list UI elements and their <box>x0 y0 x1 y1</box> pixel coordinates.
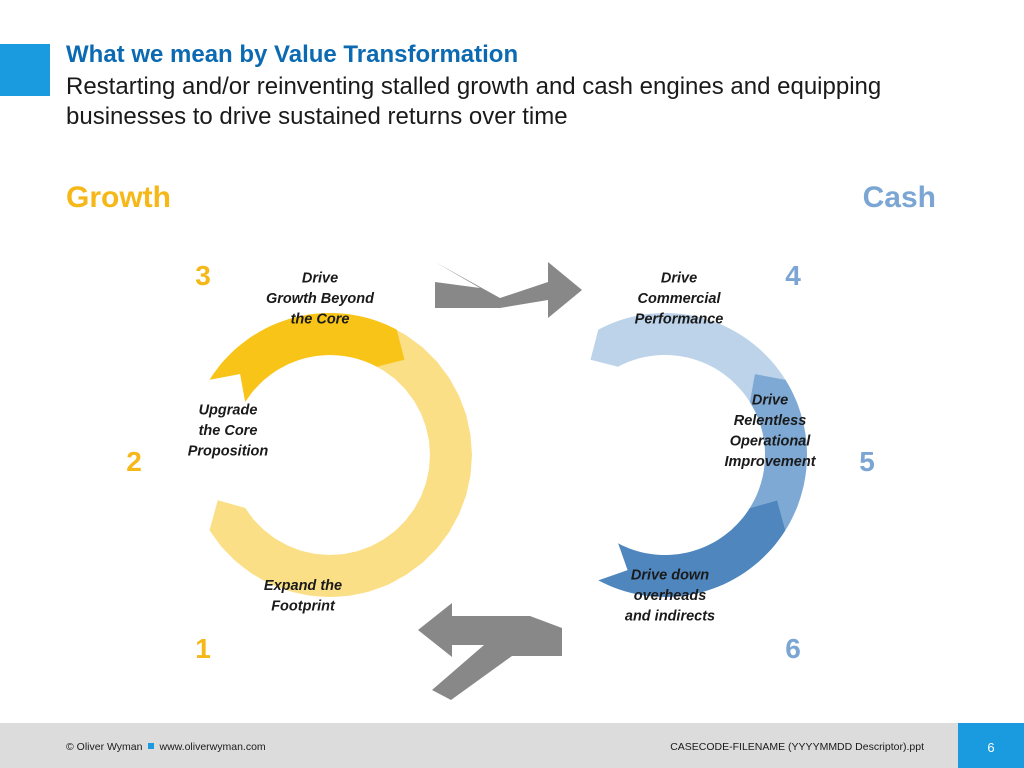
footer-filename: CASECODE-FILENAME (YYYYMMDD Descriptor).… <box>670 741 924 753</box>
top-arrow-icon <box>435 262 582 318</box>
segment-label-line: and indirects <box>625 609 715 625</box>
segment-label-6: Drive down overheads and indirects <box>625 568 715 625</box>
step-number-4: 4 <box>785 260 801 291</box>
segment-label-line: overheads <box>634 588 707 604</box>
segment-label-line: Performance <box>635 312 724 328</box>
cash-label: Cash <box>862 181 936 214</box>
segment-label-line: Drive down <box>631 568 709 584</box>
square-bullet-icon <box>148 743 155 749</box>
accent-bar <box>0 44 50 96</box>
cycle-segment-6 <box>598 500 786 597</box>
website-link[interactable]: www.oliverwyman.com <box>159 741 266 753</box>
segment-label-line: Growth Beyond <box>266 291 375 307</box>
page-number: 6 <box>987 740 995 755</box>
segment-label-line: Commercial <box>637 291 721 307</box>
segment-label-line: Relentless <box>734 413 807 429</box>
segment-label-line: the Core <box>291 312 350 328</box>
bottom-arrow-icon <box>418 603 562 700</box>
segment-label-line: Proposition <box>188 444 269 460</box>
page-subtitle: Restarting and/or reinventing stalled gr… <box>66 73 882 130</box>
step-number-2: 2 <box>126 446 142 477</box>
segment-label-line: Drive <box>752 392 788 408</box>
footer-bar <box>0 723 1024 768</box>
segment-label-line: Expand the <box>264 578 342 594</box>
cycle-segment-2 <box>209 313 472 597</box>
segment-label-line: Upgrade <box>199 403 258 419</box>
cycle-segment-4 <box>590 313 786 402</box>
cycle-segment-5 <box>749 374 807 531</box>
step-number-5: 5 <box>859 446 875 477</box>
page-number-box <box>958 723 1024 768</box>
growth-label: Growth <box>66 181 171 214</box>
segment-label-line: Drive <box>661 271 697 287</box>
step-number-3: 3 <box>195 260 211 291</box>
page-title: What we mean by Value Transformation <box>66 41 519 68</box>
segment-label-line: Operational <box>730 433 812 449</box>
segment-label-line: Drive <box>302 271 338 287</box>
step-number-6: 6 <box>785 633 801 664</box>
segment-label-line: Improvement <box>724 454 816 470</box>
copyright-text: © Oliver Wyman <box>66 741 143 753</box>
segment-label-line: the Core <box>199 423 258 439</box>
segment-label-line: Footprint <box>271 598 336 614</box>
step-number-1: 1 <box>195 633 211 664</box>
cycle-segment-3 <box>209 313 405 402</box>
footer-left: © Oliver Wyman www.oliverwyman.com <box>66 741 266 753</box>
